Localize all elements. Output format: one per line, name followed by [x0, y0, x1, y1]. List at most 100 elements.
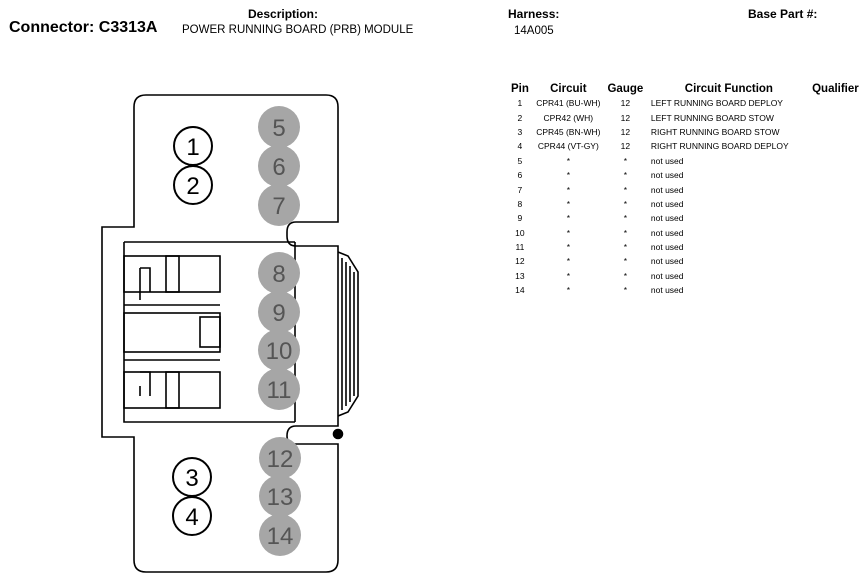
table-row: 11**not used	[507, 240, 864, 254]
pin-11: 11	[258, 368, 300, 410]
pin-13: 13	[259, 475, 301, 517]
cell-function: RIGHT RUNNING BOARD DEPLOY	[650, 141, 789, 152]
pin-9: 9	[258, 291, 300, 333]
base-part-label: Base Part #:	[748, 7, 818, 21]
cell-qualifier	[807, 125, 864, 139]
pin-label: 10	[266, 338, 293, 365]
pin-label: 2	[186, 173, 199, 200]
cell-pin: 13	[515, 270, 525, 281]
cell-circuit: *	[566, 242, 570, 253]
cell-circuit: *	[566, 270, 570, 281]
cell-circuit: *	[566, 170, 570, 181]
cell-circuit: *	[566, 285, 570, 296]
header-pin: Pin	[510, 83, 529, 95]
cell-circuit: *	[566, 256, 570, 267]
pin-2: 2	[173, 165, 213, 205]
pin-label: 3	[185, 465, 198, 492]
cell-qualifier	[807, 110, 864, 124]
cell-pin: 9	[517, 213, 523, 224]
header-circuit: Circuit	[550, 83, 587, 95]
table-row: 7**not used	[507, 182, 864, 196]
cell-qualifier	[807, 154, 864, 168]
pin-label: 13	[267, 484, 294, 511]
table-row: 12**not used	[507, 254, 864, 268]
cell-gauge: *	[623, 170, 628, 181]
cell-circuit: CPR42 (WH)	[543, 112, 594, 123]
used-pins: 1 2 3 4	[172, 126, 213, 536]
cell-pin: 12	[515, 256, 525, 267]
cell-pin: 5	[517, 155, 523, 166]
header-qualifier: Qualifier	[812, 83, 859, 95]
cell-qualifier	[807, 254, 864, 268]
cell-gauge: *	[623, 256, 628, 267]
cell-circuit: CPR41 (BU-WH)	[536, 98, 601, 109]
cell-gauge: *	[623, 213, 628, 224]
pin-1: 1	[173, 126, 213, 166]
pin-label: 6	[272, 154, 285, 181]
cell-circuit: CPR44 (VT-GY)	[537, 141, 599, 152]
cell-qualifier	[807, 197, 864, 211]
cell-qualifier	[807, 139, 864, 153]
table-row: 14**not used	[507, 283, 864, 297]
pin-6: 6	[258, 145, 300, 187]
cell-qualifier	[807, 96, 864, 110]
cell-function: not used	[650, 155, 684, 166]
cell-gauge: *	[623, 285, 628, 296]
cell-qualifier	[807, 283, 864, 297]
cell-function: not used	[650, 170, 684, 181]
cell-pin: 11	[515, 242, 525, 253]
cell-pin: 2	[517, 112, 523, 123]
cell-function: LEFT RUNNING BOARD DEPLOY	[650, 98, 783, 109]
pin-label: 1	[186, 134, 199, 161]
cell-circuit: CPR45 (BN-WH)	[536, 126, 601, 137]
pin-label: 11	[267, 377, 292, 404]
pin-8: 8	[258, 252, 300, 294]
cell-circuit: *	[566, 184, 570, 195]
unused-pins: 5 6 7 8 9 10 11 12 13 14	[258, 106, 301, 556]
pin-4: 4	[172, 496, 212, 536]
pin-label: 7	[272, 193, 285, 220]
connector-housing-outline	[101, 94, 339, 573]
pin-label: 14	[267, 523, 294, 550]
cell-pin: 6	[517, 170, 523, 181]
cell-pin: 14	[515, 285, 525, 296]
table-row: 13**not used	[507, 269, 864, 283]
cell-gauge: 12	[620, 126, 631, 137]
pin-table: Pin Circuit Gauge Circuit Function Quali…	[507, 82, 864, 297]
cell-gauge: *	[623, 227, 628, 238]
cell-qualifier	[807, 211, 864, 225]
pin-3: 3	[172, 457, 212, 497]
pin-label: 9	[272, 300, 285, 327]
cell-qualifier	[807, 269, 864, 283]
harness-value: 14A005	[514, 25, 554, 37]
pin-10: 10	[258, 329, 300, 371]
cell-function: not used	[650, 184, 684, 195]
cell-function: not used	[650, 227, 684, 238]
cell-pin: 7	[517, 184, 523, 195]
pin-14: 14	[259, 514, 301, 556]
cell-qualifier	[807, 168, 864, 182]
cell-circuit: *	[566, 227, 570, 238]
cell-circuit: *	[566, 213, 570, 224]
pin-label: 8	[272, 261, 285, 288]
connector-title: Connector: C3313A	[9, 19, 158, 36]
cell-qualifier	[807, 182, 864, 196]
table-row: 6 * * not used	[507, 168, 864, 182]
cell-gauge: 12	[620, 98, 631, 109]
pin-7: 7	[258, 184, 300, 226]
harness-label: Harness:	[508, 7, 560, 21]
cell-function: LEFT RUNNING BOARD STOW	[650, 112, 774, 123]
cell-gauge: *	[623, 242, 628, 253]
cell-function: not used	[650, 270, 684, 281]
pin-12: 12	[259, 437, 301, 479]
pin-label: 12	[267, 446, 294, 473]
cell-gauge: *	[623, 155, 628, 166]
table-row: 5**not used	[507, 154, 864, 168]
cell-gauge: *	[623, 198, 628, 209]
